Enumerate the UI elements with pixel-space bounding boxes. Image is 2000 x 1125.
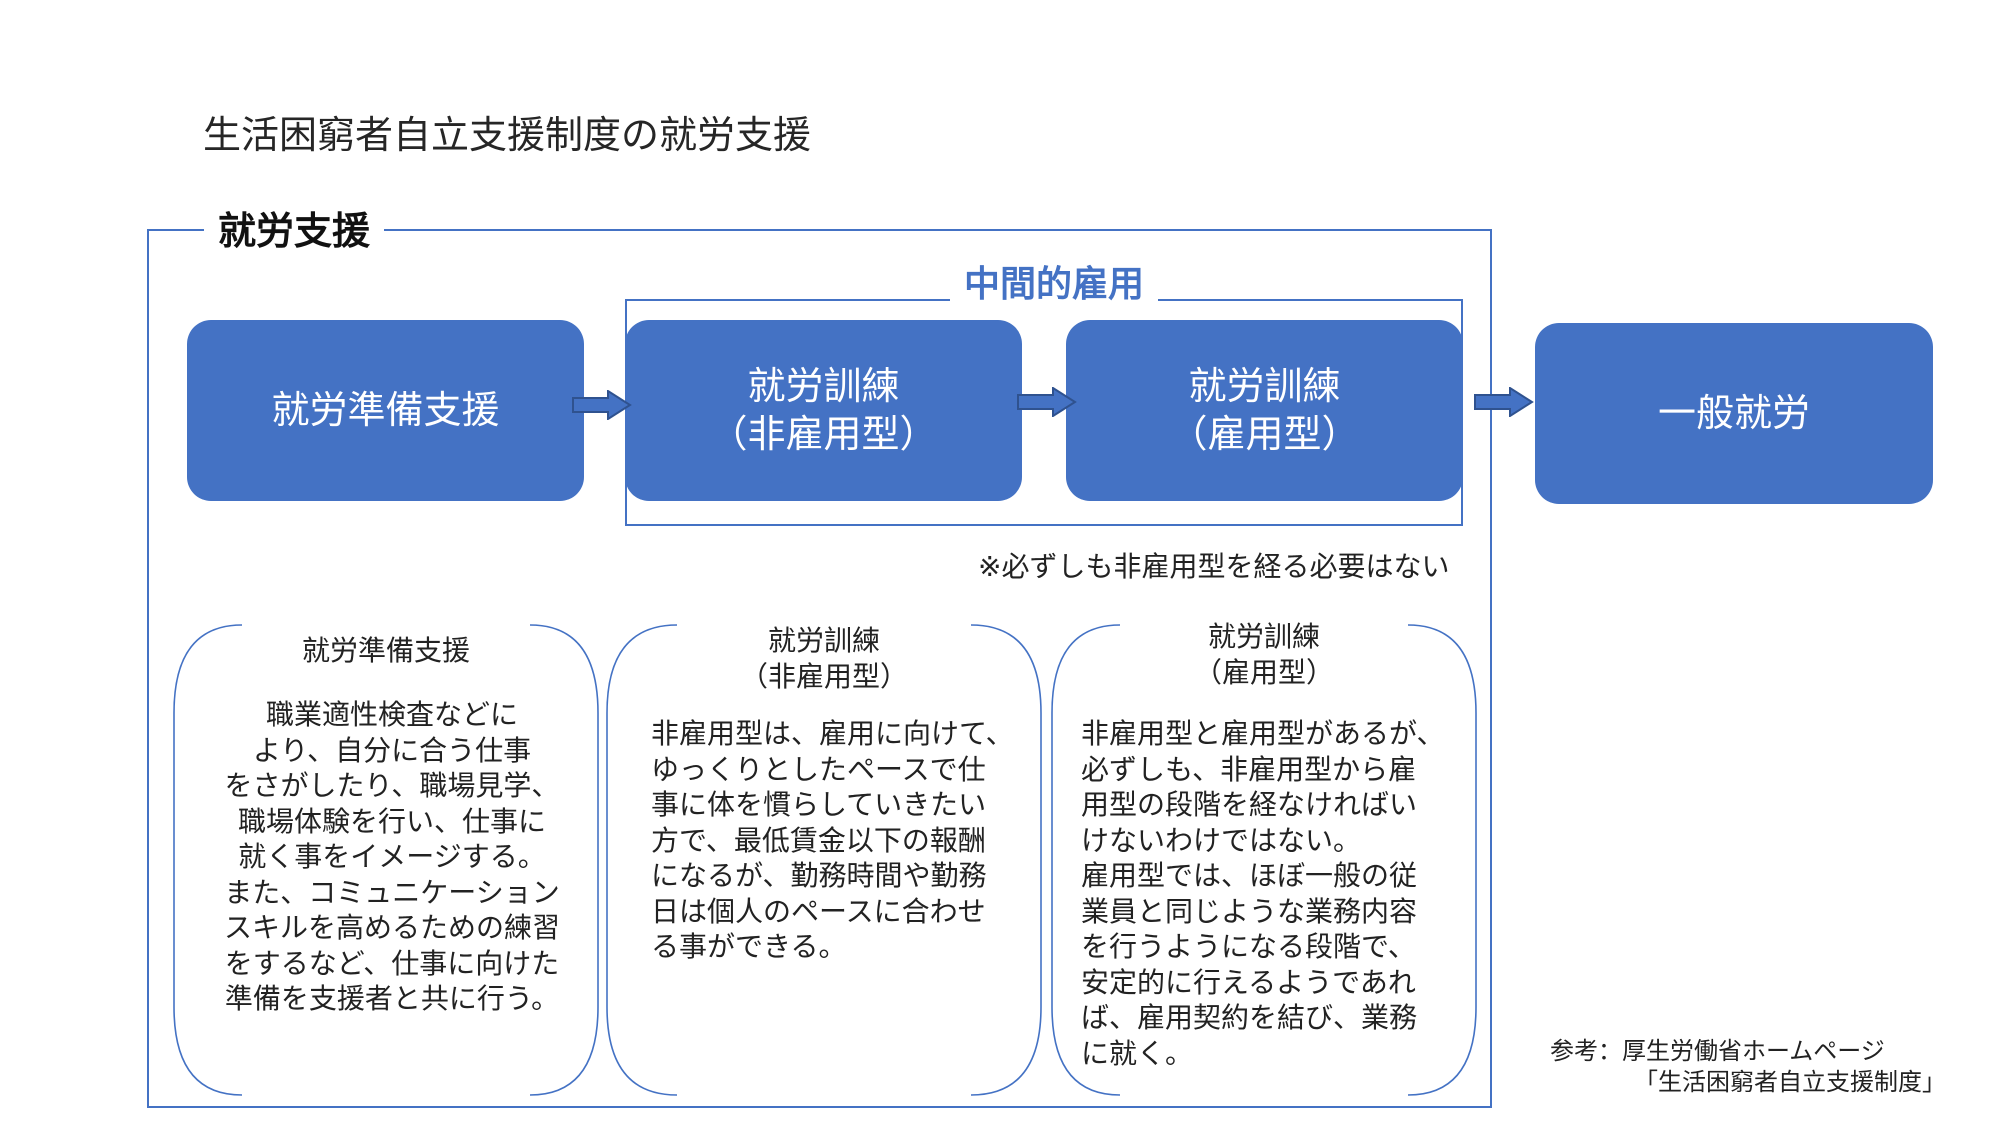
card-training-employment: 就労訓練 （雇用型） 非雇用型と雇用型があるが、 必ずしも、非雇用型から雇 用型…: [1050, 620, 1478, 1097]
page-title: 生活困窮者自立支援制度の就労支援: [203, 113, 812, 157]
card-body: 非雇用型と雇用型があるが、 必ずしも、非雇用型から雇 用型の段階を経なければい …: [1081, 717, 1445, 1070]
stage-training-non-employment: 就労訓練 （非雇用型）: [625, 320, 1022, 501]
stage-label: 就労訓練: [747, 364, 900, 408]
note-text: ※必ずしも非雇用型を経る必要はない: [978, 550, 1450, 583]
reference-line: 「生活困窮者自立支援制度」: [1634, 1068, 1946, 1097]
stage-sublabel: （雇用型）: [1169, 411, 1360, 456]
arrow-right-icon: [572, 390, 632, 420]
card-title: 就労訓練 （雇用型）: [1193, 620, 1334, 689]
card-bracket: [173, 624, 599, 1096]
stage-label: 就労準備支援: [271, 387, 500, 432]
card-title: 就労訓練 （非雇用型）: [739, 624, 908, 693]
card-title: 就労準備支援: [301, 634, 470, 667]
stage-work-preparation: 就労準備支援: [187, 320, 584, 501]
card-body: 職業適性検査などに より、自分に合う仕事 をさがしたり、職場見学、 職場体験を行…: [223, 698, 560, 1016]
reference-line: 参考：厚生労働省ホームページ: [1550, 1037, 1885, 1065]
card-bracket: [606, 624, 1042, 1096]
stage-label: 就労訓練: [1188, 364, 1341, 408]
reference-note: 参考：厚生労働省ホームページ 「生活困窮者自立支援制度」: [1550, 1036, 1946, 1098]
intermediate-employment-label: 中間的雇用: [950, 255, 1159, 307]
arrow-right-icon: [1474, 387, 1534, 417]
frame-label: 就労支援: [204, 200, 385, 255]
stage-sublabel: （非雇用型）: [709, 411, 938, 456]
card-training-non-employment: 就労訓練 （非雇用型） 非雇用型は、雇用に向けて、 ゆっくりとしたペースで仕 事…: [605, 623, 1043, 1097]
stage-training-employment: 就労訓練 （雇用型）: [1066, 320, 1463, 501]
stage-general-employment: 一般就労: [1535, 323, 1933, 504]
stage-label: 一般就労: [1657, 390, 1810, 435]
card-work-preparation: 就労準備支援 職業適性検査などに より、自分に合う仕事 をさがしたり、職場見学、…: [172, 623, 600, 1097]
card-bracket: [1051, 624, 1477, 1096]
card-body: 非雇用型は、雇用に向けて、 ゆっくりとしたペースで仕 事に体を慣らしていきたい …: [651, 717, 1014, 964]
employment-support-frame: [147, 229, 1492, 1108]
arrow-right-icon: [1017, 387, 1077, 417]
